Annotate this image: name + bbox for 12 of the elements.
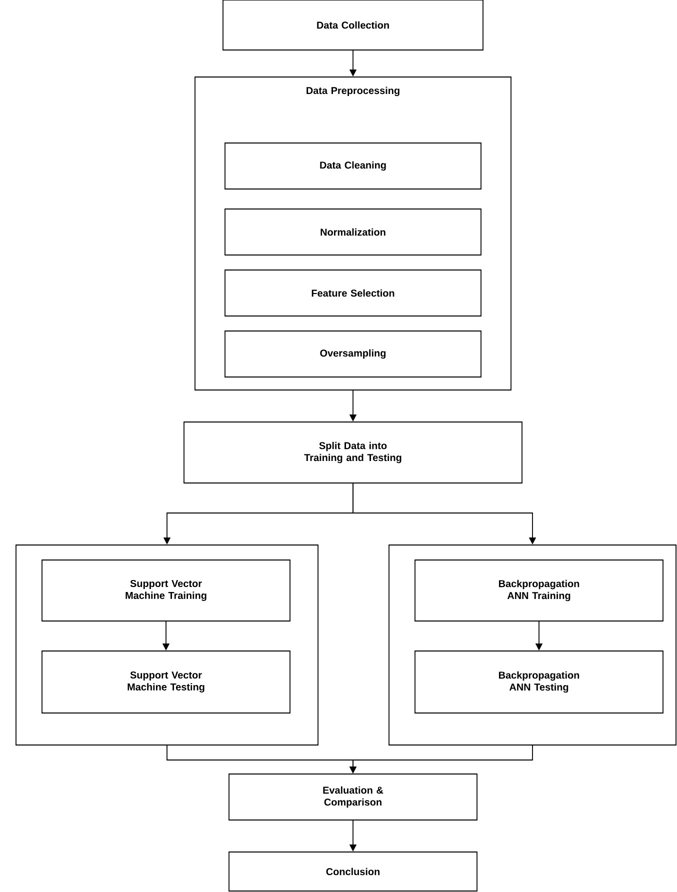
- process-box: Normalization: [224, 208, 482, 256]
- process-box: Support Vector Machine Testing: [42, 650, 290, 714]
- process-box: Oversampling: [224, 330, 482, 378]
- process-box: Backpropagation ANN Training: [414, 560, 664, 622]
- process-box: Data Cleaning: [224, 142, 482, 190]
- process-box: Feature Selection: [224, 270, 482, 316]
- process-box: Support Vector Machine Training: [42, 560, 290, 622]
- process-box: Data Collection: [222, 0, 484, 50]
- process-box: Split Data into Training and Testing: [184, 422, 522, 484]
- process-box: Conclusion: [228, 852, 478, 892]
- process-box: Backpropagation ANN Testing: [414, 650, 664, 714]
- process-box: Evaluation & Comparison: [228, 774, 478, 820]
